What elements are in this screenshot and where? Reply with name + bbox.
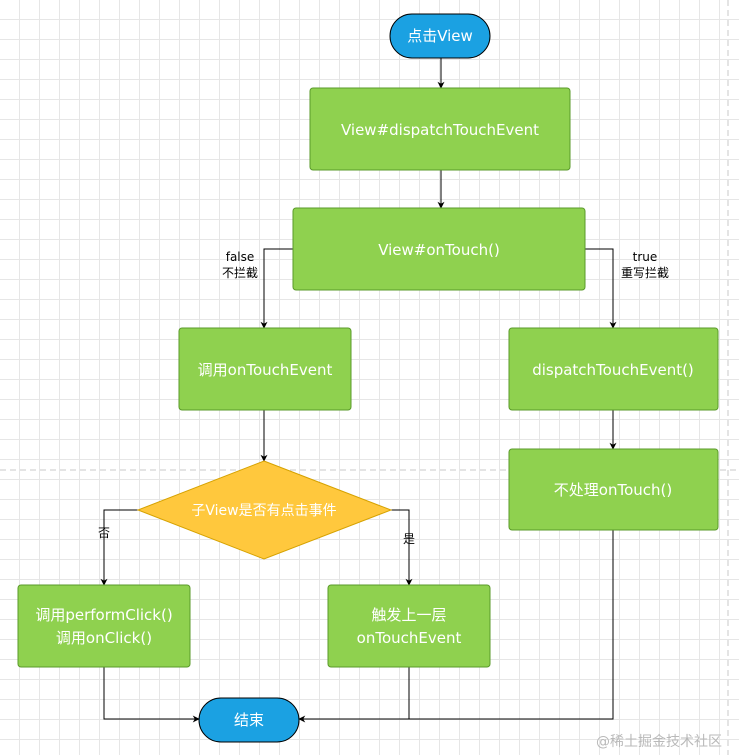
start-label: 点击View: [407, 27, 473, 45]
edge-decision-no: [100, 509, 138, 586]
decision-diamond[interactable]: 子View是否有点击事件: [136, 460, 393, 560]
dispatch-touch-event-call-label: dispatchTouchEvent(): [532, 361, 694, 379]
perform-click-label-line1: 调用performClick(): [35, 606, 172, 624]
edge-decision-yes: [391, 509, 413, 586]
on-touch-label: View#onTouch(): [378, 241, 500, 259]
edge-label-true: true: [633, 250, 658, 264]
on-touch-node[interactable]: View#onTouch(): [292, 207, 586, 291]
edge-label-no: 否: [98, 526, 110, 540]
decision-label: 子View是否有点击事件: [191, 503, 336, 519]
pass-up-node[interactable]: 触发上一层 onTouchEvent: [327, 584, 491, 668]
edge-ontouch-true: [585, 248, 617, 329]
watermark-text: @稀土掘金技术社区: [596, 734, 722, 750]
edge-label-no-intercept: 不拦截: [222, 266, 258, 280]
not-handle-on-touch-label: 不处理onTouch(): [554, 481, 672, 499]
pass-up-label-line2: onTouchEvent: [357, 629, 462, 647]
edge-performclick-to-end: [103, 667, 200, 723]
edge-label-false: false: [226, 250, 255, 264]
edge-label-override-intercept: 重写拦截: [621, 266, 669, 280]
edge-label-yes: 是: [403, 532, 415, 546]
call-on-touch-event-label: 调用onTouchEvent: [198, 361, 333, 379]
not-handle-on-touch-node[interactable]: 不处理onTouch(): [508, 448, 719, 531]
end-terminal[interactable]: 结束: [198, 697, 300, 743]
end-label: 结束: [234, 711, 264, 729]
edge-nothandle-to-end: [298, 530, 614, 723]
dispatch-touch-event-node[interactable]: View#dispatchTouchEvent: [309, 87, 571, 171]
edge-ontouch-false: [260, 248, 293, 329]
perform-click-node[interactable]: 调用performClick() 调用onClick(): [17, 584, 191, 668]
dispatch-touch-event-label: View#dispatchTouchEvent: [341, 121, 539, 139]
call-on-touch-event-node[interactable]: 调用onTouchEvent: [178, 327, 352, 411]
perform-click-label-line2: 调用onClick(): [56, 629, 152, 647]
edges: [100, 58, 617, 723]
start-terminal[interactable]: 点击View: [389, 13, 491, 59]
pass-up-label-line1: 触发上一层: [371, 606, 446, 624]
dispatch-touch-event-call-node[interactable]: dispatchTouchEvent(): [508, 327, 719, 411]
